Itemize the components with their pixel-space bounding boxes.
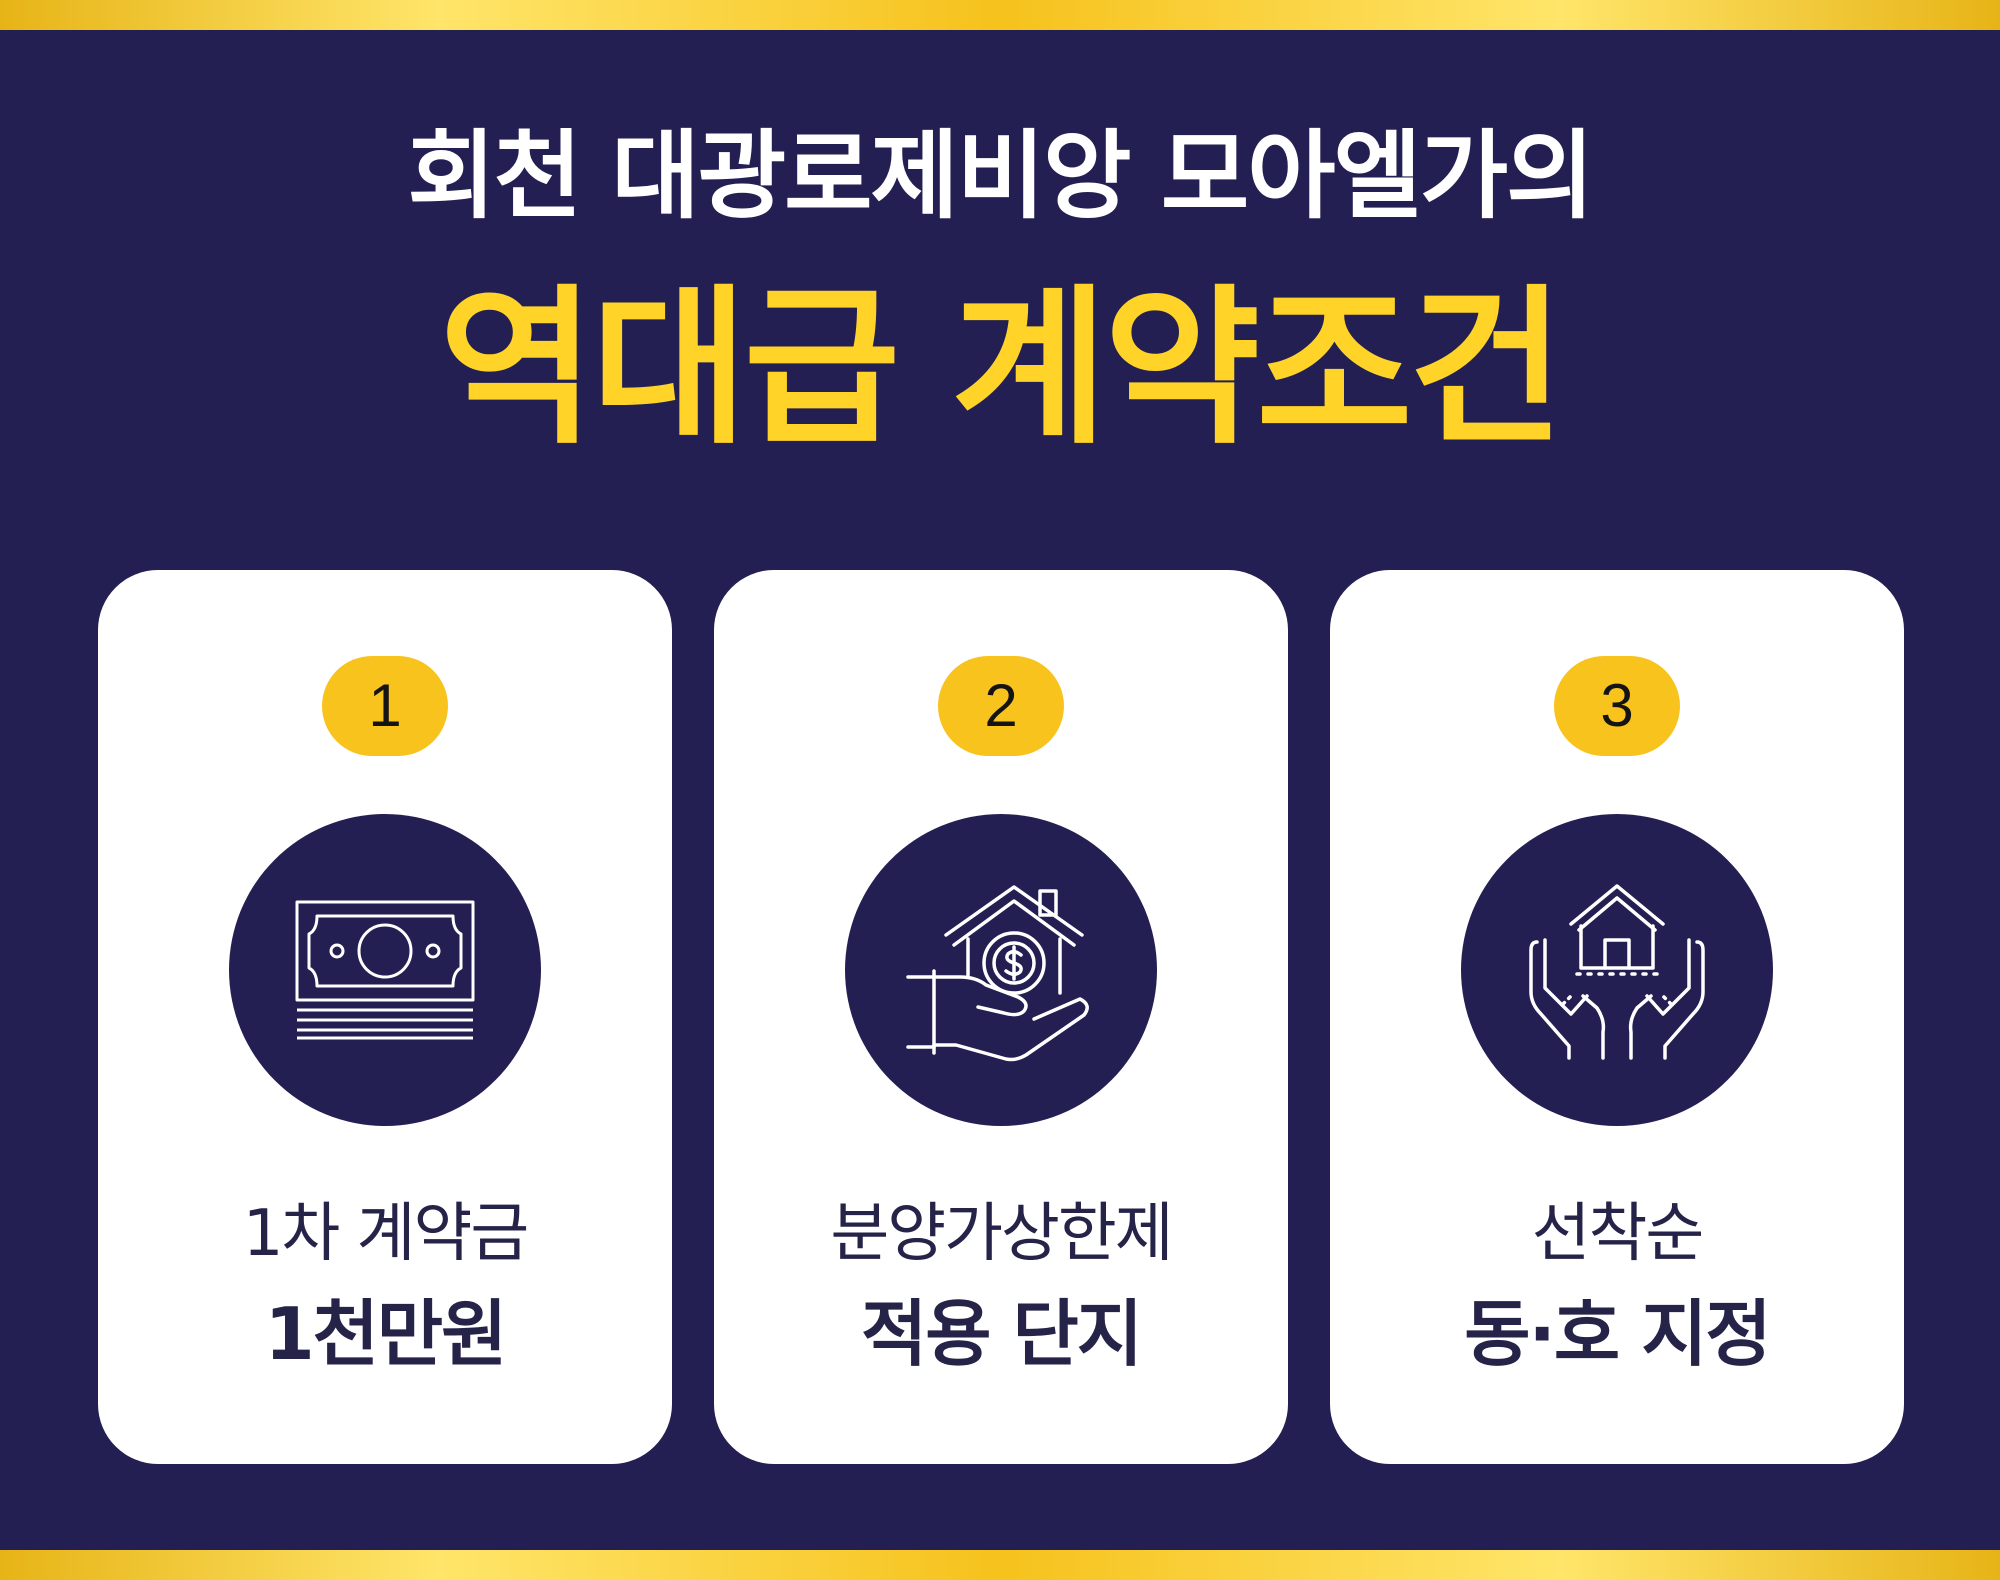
house-dollar-hand-icon	[906, 885, 1089, 1062]
icon-circle	[1461, 814, 1773, 1126]
icon-circle	[845, 814, 1157, 1126]
benefit-label: 선착순	[1531, 1197, 1705, 1271]
benefit-card-3: 3 선착순 동·호 지정	[1330, 570, 1904, 1464]
benefit-label: 분양가상한제	[830, 1197, 1173, 1271]
highlight-title: 역대급 계약조건	[439, 270, 1565, 468]
benefit-card-2: 2 분양가상한제 적용 단지	[714, 570, 1288, 1464]
headline: 회천 대광로제비앙 모아엘가의	[407, 120, 1594, 232]
hands-house-icon	[1529, 884, 1705, 1060]
number-badge: 3	[1554, 656, 1680, 756]
benefit-value: 적용 단지	[860, 1292, 1143, 1376]
money-stack-icon	[295, 900, 475, 1040]
bottom-gold-bar	[0, 1550, 2000, 1580]
number-badge: 1	[322, 656, 448, 756]
benefit-card-1: 1 1차 계약금 1천만원	[98, 570, 672, 1464]
benefit-label: 1차 계약금	[242, 1197, 530, 1271]
number-badge: 2	[938, 656, 1064, 756]
benefit-value: 1천만원	[264, 1292, 508, 1376]
icon-circle	[229, 814, 541, 1126]
benefit-value: 동·호 지정	[1464, 1292, 1771, 1376]
top-gold-bar	[0, 0, 2000, 30]
